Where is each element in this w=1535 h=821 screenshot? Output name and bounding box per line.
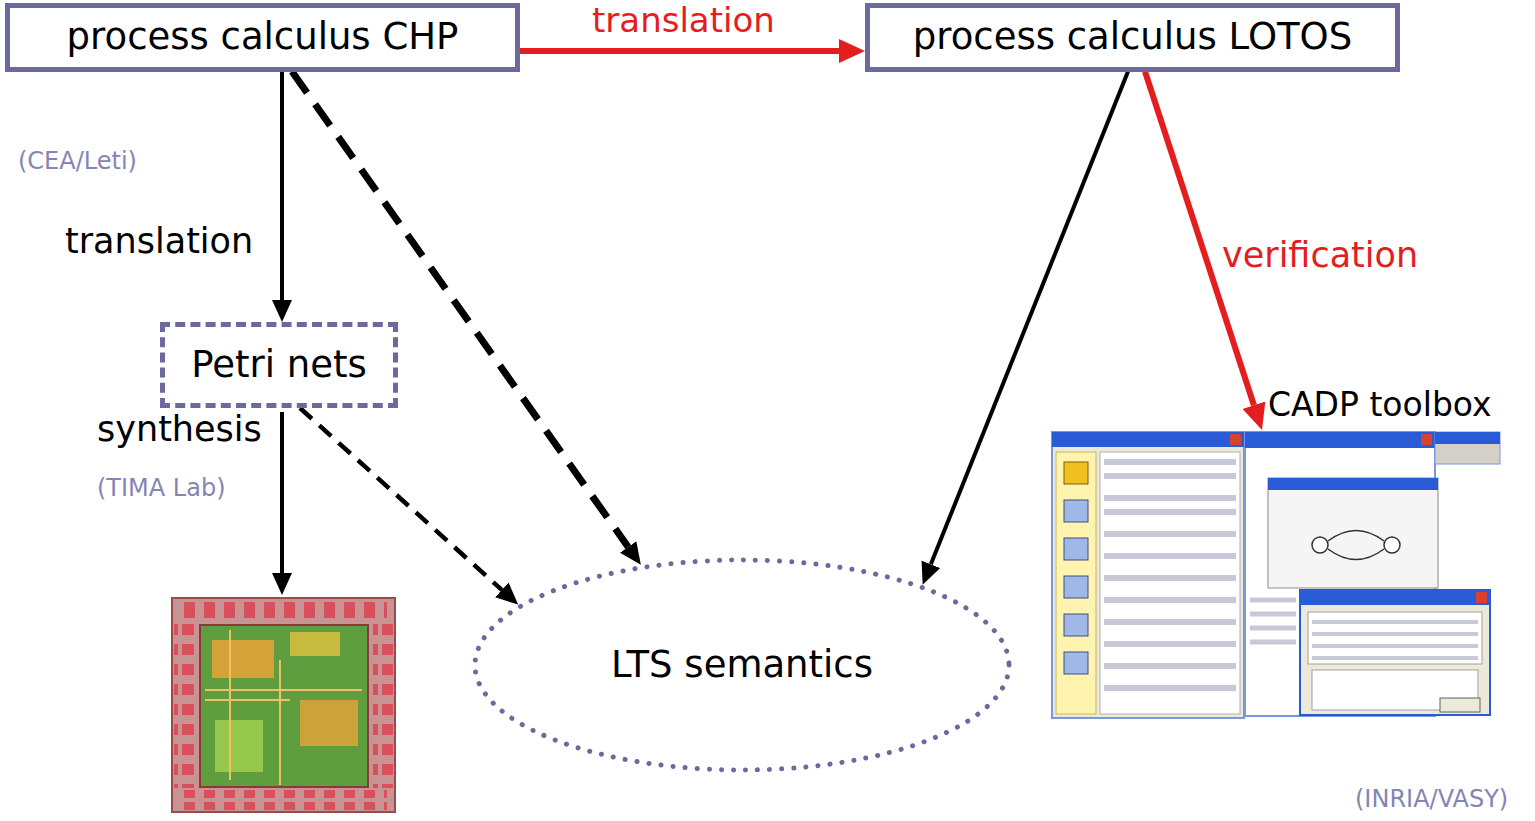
button — [1440, 698, 1480, 712]
title-bar — [1268, 478, 1438, 490]
node-text: process calculus CHP — [67, 16, 459, 59]
chip-pads — [174, 622, 194, 788]
title-bar — [1245, 432, 1435, 448]
graph-transition — [1328, 531, 1384, 560]
translation-arrow — [280, 72, 284, 300]
node-text: process calculus LOTOS — [913, 16, 1352, 59]
synthesis-arrow — [272, 412, 292, 595]
title-bar — [1300, 590, 1490, 605]
process-box: process calculus LOTOS — [865, 3, 1400, 72]
organization-label: (CEA/Leti) — [18, 148, 137, 174]
cadp-screenshot — [1052, 432, 1500, 718]
icon — [1064, 576, 1088, 598]
ellipse-outline — [475, 560, 1009, 770]
process-box: process calculus CHP — [5, 3, 520, 72]
graph-state — [1384, 537, 1400, 553]
stats-rows — [1312, 622, 1478, 658]
chip-block — [215, 720, 263, 772]
tool-label: CADP toolbox — [1262, 380, 1498, 430]
form-panel — [1100, 452, 1240, 714]
chip-block — [290, 632, 340, 656]
edge-label: translation — [592, 2, 775, 39]
translation-arrow — [520, 48, 839, 54]
organization-label: (INRIA/VASY) — [1355, 786, 1508, 812]
close-button — [1421, 434, 1432, 445]
chip-core — [200, 625, 368, 787]
arrow-head — [272, 573, 292, 595]
window — [1052, 432, 1244, 718]
stats-panel — [1308, 612, 1482, 664]
node-text: CADP toolbox — [1268, 386, 1492, 424]
step-label: synthesis — [97, 410, 262, 449]
icon — [1064, 538, 1088, 560]
arrow-line — [280, 412, 284, 575]
chip-pads — [180, 600, 387, 620]
close-button — [1230, 434, 1241, 445]
icon — [1064, 500, 1088, 522]
semantics-ellipse: LTS semantics — [472, 557, 1012, 773]
intermediate-box: Petri nets — [160, 322, 398, 408]
graph-window — [1268, 478, 1438, 588]
chip-pads — [373, 622, 393, 788]
chip-die — [172, 598, 395, 812]
chip-image — [172, 598, 395, 812]
title-bar — [1435, 432, 1500, 444]
dialog — [1300, 590, 1490, 715]
close-button — [1476, 592, 1487, 603]
organization-label: (TIMA Lab) — [97, 475, 226, 501]
node-text: LTS semantics — [611, 644, 873, 687]
chip-pads — [180, 790, 387, 810]
form-rows — [1104, 462, 1236, 688]
node-text: Petri nets — [191, 344, 367, 387]
chip-block — [212, 640, 274, 678]
window — [1435, 432, 1500, 464]
sidebar — [1056, 452, 1096, 714]
icon — [1064, 614, 1088, 636]
edge-label: verification — [1222, 236, 1418, 275]
semantics-arrow — [300, 408, 502, 590]
semantics-arrow — [292, 72, 628, 547]
icon — [1064, 652, 1088, 674]
chip-wires — [205, 630, 362, 785]
title-bar — [1052, 432, 1244, 447]
chip-block — [300, 700, 358, 746]
text-rows — [1250, 600, 1296, 642]
graph-state — [1312, 537, 1328, 553]
edge-label: translation — [65, 222, 253, 261]
icon — [1064, 462, 1088, 484]
semantics-arrow — [931, 72, 1128, 565]
